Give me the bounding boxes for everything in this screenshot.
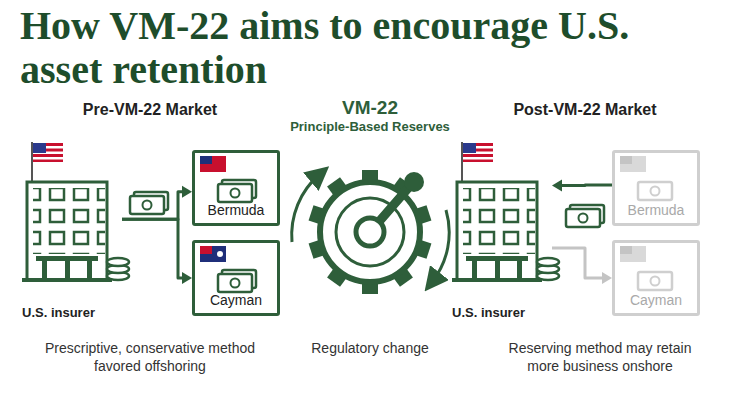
arrow-line xyxy=(122,219,184,278)
section-heading: Pre-VM-22 Market xyxy=(30,100,270,120)
offshore-box: Bermuda xyxy=(192,150,280,226)
arrow-head xyxy=(602,272,612,284)
caption: Prescriptive, conservative method favore… xyxy=(25,340,275,375)
node-label: U.S. insurer xyxy=(22,305,95,320)
arrow-head xyxy=(182,272,192,284)
caption: Regulatory change xyxy=(285,340,455,358)
title: How VM-22 aims to encourage U.S. asset r… xyxy=(20,4,700,92)
flow-arrow xyxy=(122,186,192,219)
node-label: Cayman xyxy=(630,292,682,308)
flow-arrow xyxy=(552,180,612,192)
offshore-box-greyed: Cayman xyxy=(612,240,700,316)
offshore-box: Cayman xyxy=(192,240,280,316)
node-label: Bermuda xyxy=(208,202,265,218)
arrow-head xyxy=(552,180,562,192)
section-heading: VM-22 xyxy=(270,96,470,120)
section-subheading: Principle-Based Reserves xyxy=(260,119,480,135)
arrow-line xyxy=(122,192,184,219)
arrow-head xyxy=(182,186,192,198)
offshore-box-greyed: Bermuda xyxy=(612,150,700,226)
node-label: Cayman xyxy=(210,292,262,308)
arrow-line xyxy=(560,183,612,187)
insurer-building: U.S. insurer xyxy=(452,140,552,320)
arrow-line xyxy=(552,248,604,278)
insurer-building: U.S. insurer xyxy=(22,140,122,320)
flow-arrow xyxy=(122,219,192,284)
flow-arrow xyxy=(552,248,612,284)
node-label: Bermuda xyxy=(628,202,685,218)
section-heading: Post-VM-22 Market xyxy=(465,100,705,120)
node-label: U.S. insurer xyxy=(452,305,525,320)
caption: Reserving method may retain more busines… xyxy=(500,340,700,375)
